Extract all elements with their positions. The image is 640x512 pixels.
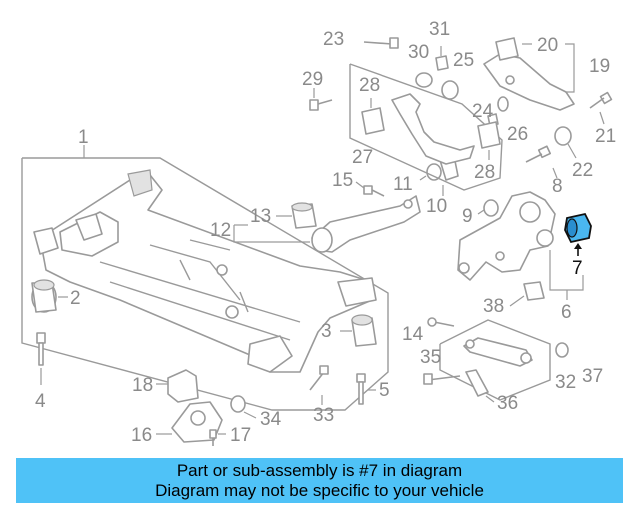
label-20: 20 [537, 35, 558, 56]
label-34: 34 [260, 409, 282, 430]
nut-31 [435, 55, 449, 71]
bushing-7-highlighted [564, 212, 592, 244]
bolt-17 [209, 429, 217, 446]
banner-line-2: Diagram may not be specific to your vehi… [155, 480, 484, 500]
label-32: 32 [555, 372, 576, 393]
leader-15 [355, 181, 365, 189]
label-23: 23 [323, 29, 344, 50]
label-6: 6 [561, 302, 572, 323]
mount-18 [167, 369, 199, 403]
leader-8 [552, 167, 558, 179]
label-33: 33 [313, 405, 334, 426]
label-36: 36 [497, 393, 518, 414]
label-37: 37 [582, 366, 603, 387]
label-8: 8 [552, 176, 563, 197]
leader-7-arrow [574, 243, 582, 249]
label-21: 21 [595, 126, 616, 147]
washer-9 [483, 199, 499, 217]
label-5: 5 [379, 380, 390, 401]
bushing-34 [230, 395, 246, 413]
washer-24 [497, 96, 509, 112]
label-13: 13 [250, 206, 271, 227]
washer-37 [555, 342, 569, 358]
upper-arm-assembly-27 [349, 63, 503, 191]
bolt-5 [356, 373, 366, 405]
label-18: 18 [132, 375, 153, 396]
label-35: 35 [420, 347, 441, 368]
bolt-21 [589, 91, 613, 109]
label-30: 30 [408, 42, 429, 63]
bolt-33 [309, 365, 329, 391]
label-28-right: 28 [474, 162, 495, 183]
label-31: 31 [429, 19, 450, 40]
leader-9 [477, 209, 485, 215]
lateral-arm-12 [311, 195, 421, 253]
leader-34 [243, 411, 257, 419]
label-24: 24 [472, 101, 494, 122]
label-25: 25 [453, 50, 474, 71]
leader-38 [509, 295, 525, 307]
bushing-13 [291, 202, 317, 229]
label-4: 4 [35, 391, 46, 412]
bolt-14 [427, 317, 455, 327]
label-16: 16 [131, 425, 152, 446]
bolt-4 [36, 332, 46, 366]
bushing-3 [351, 314, 377, 347]
leader-36 [485, 395, 495, 403]
label-29: 29 [302, 69, 323, 90]
bushing-28-right [477, 121, 501, 149]
label-38: 38 [483, 296, 504, 317]
label-9: 9 [462, 206, 473, 227]
leader-12 [233, 225, 310, 243]
bolt-29 [309, 99, 333, 111]
bushing-22 [554, 126, 572, 146]
leader-19 [565, 43, 575, 93]
label-17: 17 [230, 425, 251, 446]
label-11: 11 [393, 174, 413, 195]
label-28-left: 28 [359, 75, 380, 96]
bolt-8 [525, 145, 552, 163]
bolt-35 [423, 373, 461, 385]
leader-21 [599, 111, 605, 125]
bushing-38 [523, 281, 545, 301]
subframe-part [21, 157, 389, 411]
label-19: 19 [589, 56, 610, 77]
bushing-20 [495, 37, 519, 61]
info-banner: Part or sub-assembly is #7 in diagram Di… [16, 458, 623, 503]
parts-diagram: 1 2 3 4 5 6 7 8 9 10 11 12 13 14 15 16 1… [21, 19, 616, 446]
leader-11 [419, 175, 427, 181]
lower-link-32 [439, 319, 551, 401]
bushing-2 [31, 279, 57, 313]
knuckle-part [457, 191, 556, 281]
label-12: 12 [210, 220, 231, 241]
bolt-23 [363, 37, 399, 49]
label-10: 10 [426, 196, 447, 217]
leader-22 [567, 143, 577, 159]
label-3: 3 [321, 321, 332, 342]
label-1: 1 [78, 127, 89, 148]
label-27: 27 [352, 147, 373, 168]
label-26: 26 [507, 124, 528, 145]
bushing-28-left [361, 107, 385, 135]
label-22: 22 [572, 160, 593, 181]
bushing-11 [426, 163, 442, 181]
bracket-36 [465, 369, 489, 397]
washer-30 [415, 72, 433, 88]
label-7-highlighted: 7 [572, 258, 583, 279]
bushing-25 [441, 80, 459, 100]
banner-line-1: Part or sub-assembly is #7 in diagram [176, 460, 463, 480]
label-14: 14 [402, 324, 424, 345]
label-2: 2 [70, 288, 81, 309]
bolt-15 [363, 185, 385, 197]
label-15: 15 [332, 170, 353, 191]
